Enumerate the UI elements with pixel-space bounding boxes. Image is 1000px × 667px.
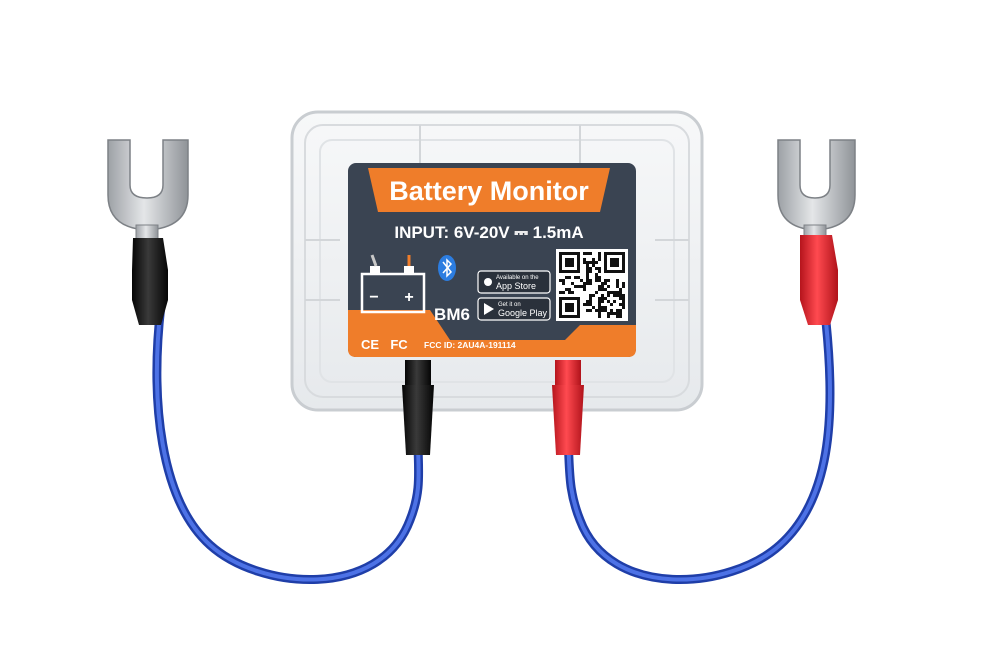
fc-mark: FC — [390, 337, 408, 352]
product-title: Battery Monitor — [389, 176, 589, 206]
google-play-badge: Get it on Google Play — [477, 297, 551, 321]
left-wire — [152, 300, 424, 585]
input-spec: INPUT: 6V-20V ⎓ 1.5mA — [394, 223, 583, 242]
bluetooth-icon — [438, 255, 456, 281]
left-fork-terminal — [107, 139, 189, 246]
right-wire — [563, 317, 835, 585]
app-store-big: App Store — [496, 281, 536, 291]
left-black-boot — [132, 238, 168, 325]
qr-code — [556, 249, 628, 321]
battery-minus: − — [369, 289, 378, 306]
app-store-badge: Available on the App Store — [477, 270, 551, 294]
ce-mark: CE — [361, 337, 379, 352]
right-red-boot — [800, 235, 838, 325]
fcc-id: FCC ID: 2AU4A-191114 — [424, 340, 516, 350]
right-fork-terminal — [777, 139, 856, 246]
google-play-icon — [484, 303, 494, 315]
apple-icon — [484, 278, 492, 286]
google-play-big: Google Play — [498, 308, 548, 318]
model-name: BM6 — [434, 305, 470, 324]
app-store-small: Available on the — [496, 275, 539, 281]
battery-plus: + — [404, 289, 413, 306]
black-cable-boot — [402, 360, 434, 455]
red-cable-boot — [552, 360, 584, 455]
battery-icon: − + — [360, 254, 426, 314]
google-play-small: Get it on — [498, 302, 521, 308]
product-label: Battery Monitor INPUT: 6V-20V ⎓ 1.5mA − … — [348, 163, 636, 357]
